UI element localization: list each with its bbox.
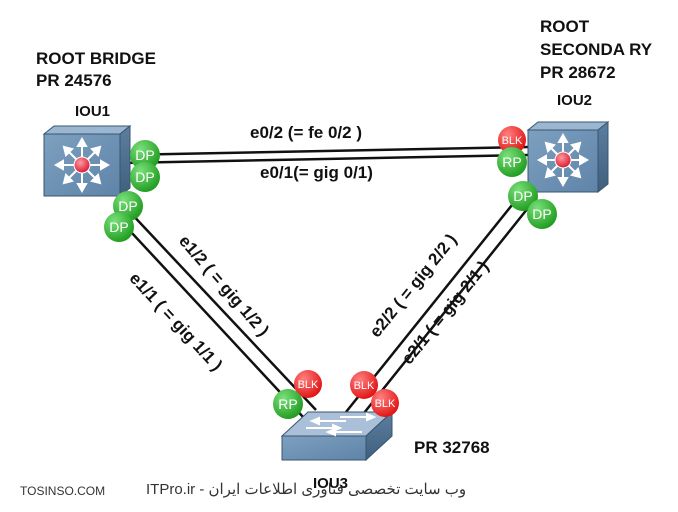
port-iou1-to-iou2-a: DP <box>130 140 160 170</box>
iou1-priority-label: PR 24576 <box>36 71 112 90</box>
iou2-priority-label: PR 28672 <box>540 63 616 82</box>
footer-site-right: وب سایت تخصصی فناوری اطلاعات ایران - ITP… <box>146 481 467 498</box>
port-iou3-to-iou1-blk: BLK <box>294 370 322 398</box>
iou1-switch-icon[interactable] <box>42 124 132 198</box>
iou1-name: IOU1 <box>75 103 111 120</box>
iou2-name: IOU2 <box>557 92 593 109</box>
iou3-priority-label: PR 32768 <box>414 438 490 457</box>
port-iou3-to-iou1-rp: RP <box>273 389 303 419</box>
link-iou2-iou3-e2-1 <box>359 202 533 419</box>
link-iou1-iou3-e1-2 <box>127 209 317 411</box>
footer-site-left: TOSINSO.COM <box>20 484 106 498</box>
port-iou3-to-iou2-blk-b: BLK <box>371 389 399 417</box>
iou3-switch-icon[interactable] <box>280 410 394 462</box>
port-label: DP <box>513 188 532 204</box>
port-iou2-to-iou3-a: DP <box>508 181 538 211</box>
link-iou2-iou3-e2-2 <box>345 194 521 413</box>
port-label: BLK <box>298 379 319 391</box>
port-iou2-to-iou3-b: DP <box>527 199 557 229</box>
iou2-role-label-line2: SECONDA RY <box>540 40 653 59</box>
iou3-name: IOU3 <box>313 475 349 492</box>
link-label-e0-2: e0/2 (= fe 0/2 ) <box>250 123 362 142</box>
iou1-role-label: ROOT BRIDGE <box>36 49 156 68</box>
link-iou1-iou2-e0-1 <box>119 153 529 165</box>
port-iou2-to-iou1-blk: BLK <box>498 126 526 154</box>
port-state-indicators: DP DP DP DP BLK RP <box>104 126 557 419</box>
port-label: DP <box>135 147 154 163</box>
port-label: DP <box>109 219 128 235</box>
link-label-e0-1: e0/1(= gig 0/1) <box>260 163 373 182</box>
link-iou1-iou3-e1-1 <box>117 217 305 419</box>
port-label: BLK <box>375 398 396 410</box>
port-label: RP <box>502 154 521 170</box>
port-iou2-to-iou1-rp: RP <box>497 147 527 177</box>
port-label: RP <box>278 396 297 412</box>
iou2-switch-icon[interactable] <box>526 120 610 194</box>
port-label: DP <box>532 206 551 222</box>
port-label: BLK <box>502 135 523 147</box>
port-label: DP <box>135 169 154 185</box>
port-iou1-to-iou2-b: DP <box>130 162 160 192</box>
iou2-role-label-line1: ROOT <box>540 17 590 36</box>
link-iou1-iou2-e0-2 <box>119 145 529 157</box>
port-iou1-to-iou3-b: DP <box>104 212 134 242</box>
port-iou3-to-iou2-blk-a: BLK <box>350 371 378 399</box>
port-label: BLK <box>354 380 375 392</box>
port-label: DP <box>118 198 137 214</box>
